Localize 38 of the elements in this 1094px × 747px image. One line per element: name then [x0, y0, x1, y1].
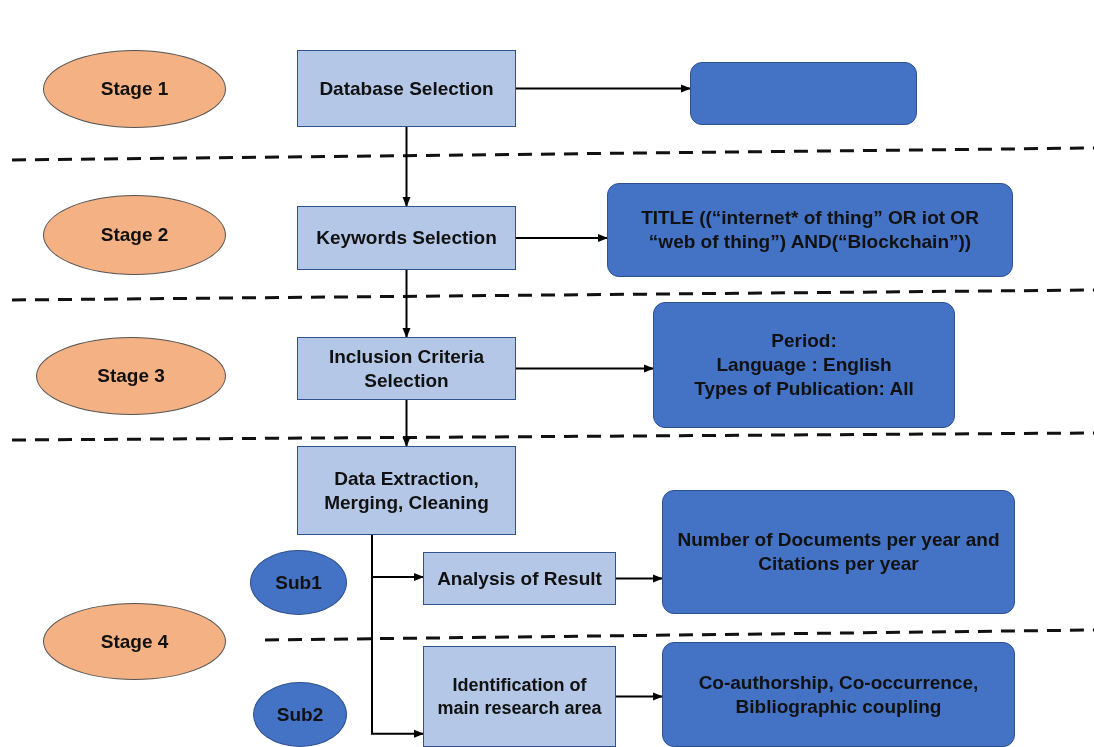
- node-text: Identification of main research area: [436, 674, 603, 719]
- arrow: [402, 399, 411, 447]
- node-text: Language : English: [716, 353, 892, 377]
- node-text: Data Extraction, Merging, Cleaning: [323, 466, 490, 515]
- arrow: [615, 692, 663, 701]
- result-box: [690, 62, 917, 125]
- node-text: Number of Documents per year and Citations per year: [676, 528, 1001, 576]
- process-box: [423, 646, 616, 747]
- process-box: [297, 206, 516, 270]
- process-box: [423, 552, 616, 605]
- node-text: Stage 4: [100, 629, 169, 654]
- arrow: [515, 84, 691, 93]
- node-text: Analysis of Result: [437, 566, 602, 591]
- node-text: Keywords Selection: [316, 226, 497, 250]
- node-text: Period:: [771, 329, 837, 354]
- node-text: Inclusion Criteria Selection: [327, 344, 486, 393]
- node-text: Co-authorship, Co-occurrence, Bibliographic coupling: [697, 670, 980, 719]
- node-text: TITLE ((“internet* of thing” OR iot OR “web of thing”) AND(“Blockchain”)): [640, 206, 980, 254]
- process-box: [297, 337, 516, 400]
- result-box: [653, 302, 955, 428]
- result-box: [607, 183, 1013, 277]
- node-text: Stage 3: [97, 364, 165, 388]
- arrow: [371, 534, 424, 738]
- arrow: [402, 126, 411, 207]
- node-text: Sub2: [276, 702, 324, 727]
- node-text: Database Selection: [319, 76, 494, 101]
- arrow: [615, 574, 663, 583]
- node-text: Types of Publication: All: [694, 376, 914, 401]
- arrow: [515, 234, 608, 242]
- arrow: [402, 269, 411, 338]
- node-text: Sub1: [275, 570, 322, 595]
- node-text: Stage 2: [100, 223, 169, 247]
- arrow: [515, 364, 654, 373]
- process-box: [297, 446, 516, 535]
- result-box: [662, 642, 1015, 747]
- process-box: [297, 50, 516, 127]
- node-text: Stage 1: [100, 77, 169, 101]
- result-box: [662, 490, 1015, 614]
